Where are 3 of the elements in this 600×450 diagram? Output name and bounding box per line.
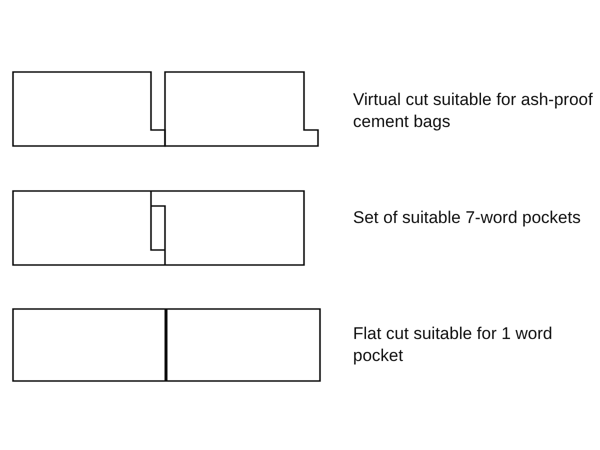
caption-text: Flat cut suitable for 1 word pocket — [353, 323, 554, 367]
caption-text: Set of suitable 7-word pockets — [353, 207, 582, 229]
caption-text: Virtual cut suitable for ash-proof cement bags — [353, 89, 593, 133]
